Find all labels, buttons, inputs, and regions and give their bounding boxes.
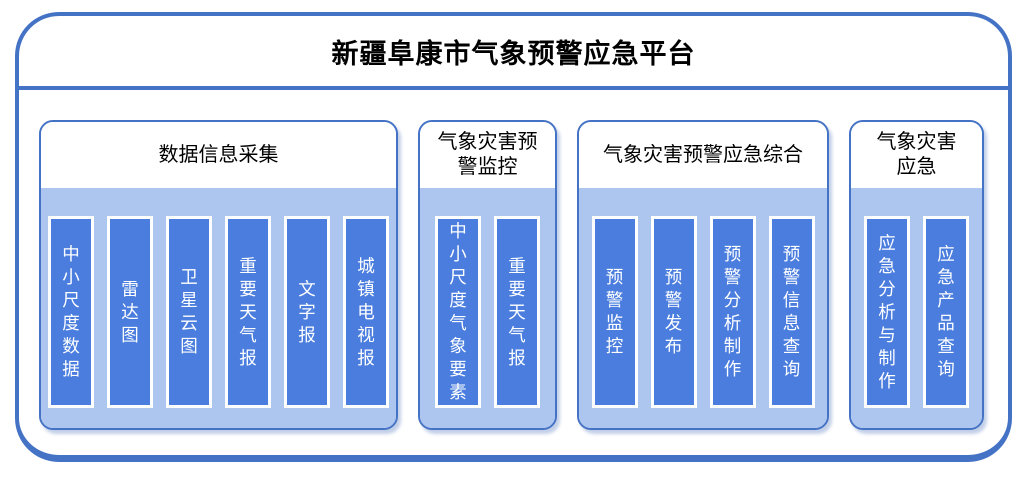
item-box: 卫星云图	[166, 216, 212, 408]
platform-title-bar: 新疆阜康市气象预警应急平台	[19, 16, 1008, 90]
item-label: 雷达图	[121, 278, 139, 345]
item-box: 文字报	[284, 216, 330, 408]
item-label: 重要天气报	[239, 255, 257, 368]
group-box: 气象灾害预 警监控 中小尺度气象要素 重要天气报	[418, 120, 557, 430]
item-label: 预警发布	[664, 267, 683, 356]
item-label: 城镇电视报	[357, 255, 375, 368]
item-label: 应急分析与制作	[878, 232, 896, 391]
item-box: 预警信息查询	[768, 216, 815, 408]
platform-title: 新疆阜康市气象预警应急平台	[331, 38, 696, 69]
group-header: 气象灾害预 警监控	[420, 122, 555, 188]
item-box: 雷达图	[107, 216, 153, 408]
item-box: 重要天气报	[225, 216, 271, 408]
group-body: 中小尺度气象要素 重要天气报	[420, 188, 555, 428]
item-box: 应急产品查询	[923, 216, 969, 408]
group-box: 气象灾害预警应急综合 预警监控 预警发布 预警分析制作 预警信息查询	[577, 120, 829, 430]
item-box: 预警监控	[591, 216, 638, 408]
item-box: 城镇电视报	[343, 216, 389, 408]
item-label: 预警信息查询	[782, 244, 801, 379]
groups-row: 数据信息采集 中小尺度数据 雷达图 卫星云图 重要天气报 文字报 城镇电视报 气…	[19, 90, 1008, 430]
item-label: 预警监控	[605, 267, 624, 356]
group-header: 气象灾害预警应急综合	[579, 122, 827, 188]
group-header: 数据信息采集	[41, 122, 396, 188]
item-box: 中小尺度气象要素	[435, 216, 481, 408]
item-box: 重要天气报	[494, 216, 540, 408]
item-label: 卫星云图	[180, 267, 198, 356]
group-body: 应急分析与制作 应急产品查询	[851, 188, 982, 428]
item-box: 中小尺度数据	[48, 216, 94, 408]
item-label: 文字报	[298, 278, 316, 345]
platform-frame: 新疆阜康市气象预警应急平台 数据信息采集 中小尺度数据 雷达图 卫星云图 重要天…	[15, 12, 1012, 462]
group-box: 数据信息采集 中小尺度数据 雷达图 卫星云图 重要天气报 文字报 城镇电视报	[39, 120, 398, 430]
item-label: 中小尺度气象要素	[449, 221, 467, 402]
group-body: 中小尺度数据 雷达图 卫星云图 重要天气报 文字报 城镇电视报	[41, 188, 396, 428]
item-label: 重要天气报	[508, 255, 526, 368]
item-box: 预警发布	[650, 216, 697, 408]
group-header: 气象灾害 应急	[851, 122, 982, 188]
item-label: 应急产品查询	[937, 244, 955, 379]
item-label: 预警分析制作	[723, 244, 742, 379]
group-body: 预警监控 预警发布 预警分析制作 预警信息查询	[579, 188, 827, 428]
item-box: 应急分析与制作	[864, 216, 910, 408]
group-box: 气象灾害 应急 应急分析与制作 应急产品查询	[849, 120, 984, 430]
item-label: 中小尺度数据	[62, 244, 80, 379]
item-box: 预警分析制作	[709, 216, 756, 408]
